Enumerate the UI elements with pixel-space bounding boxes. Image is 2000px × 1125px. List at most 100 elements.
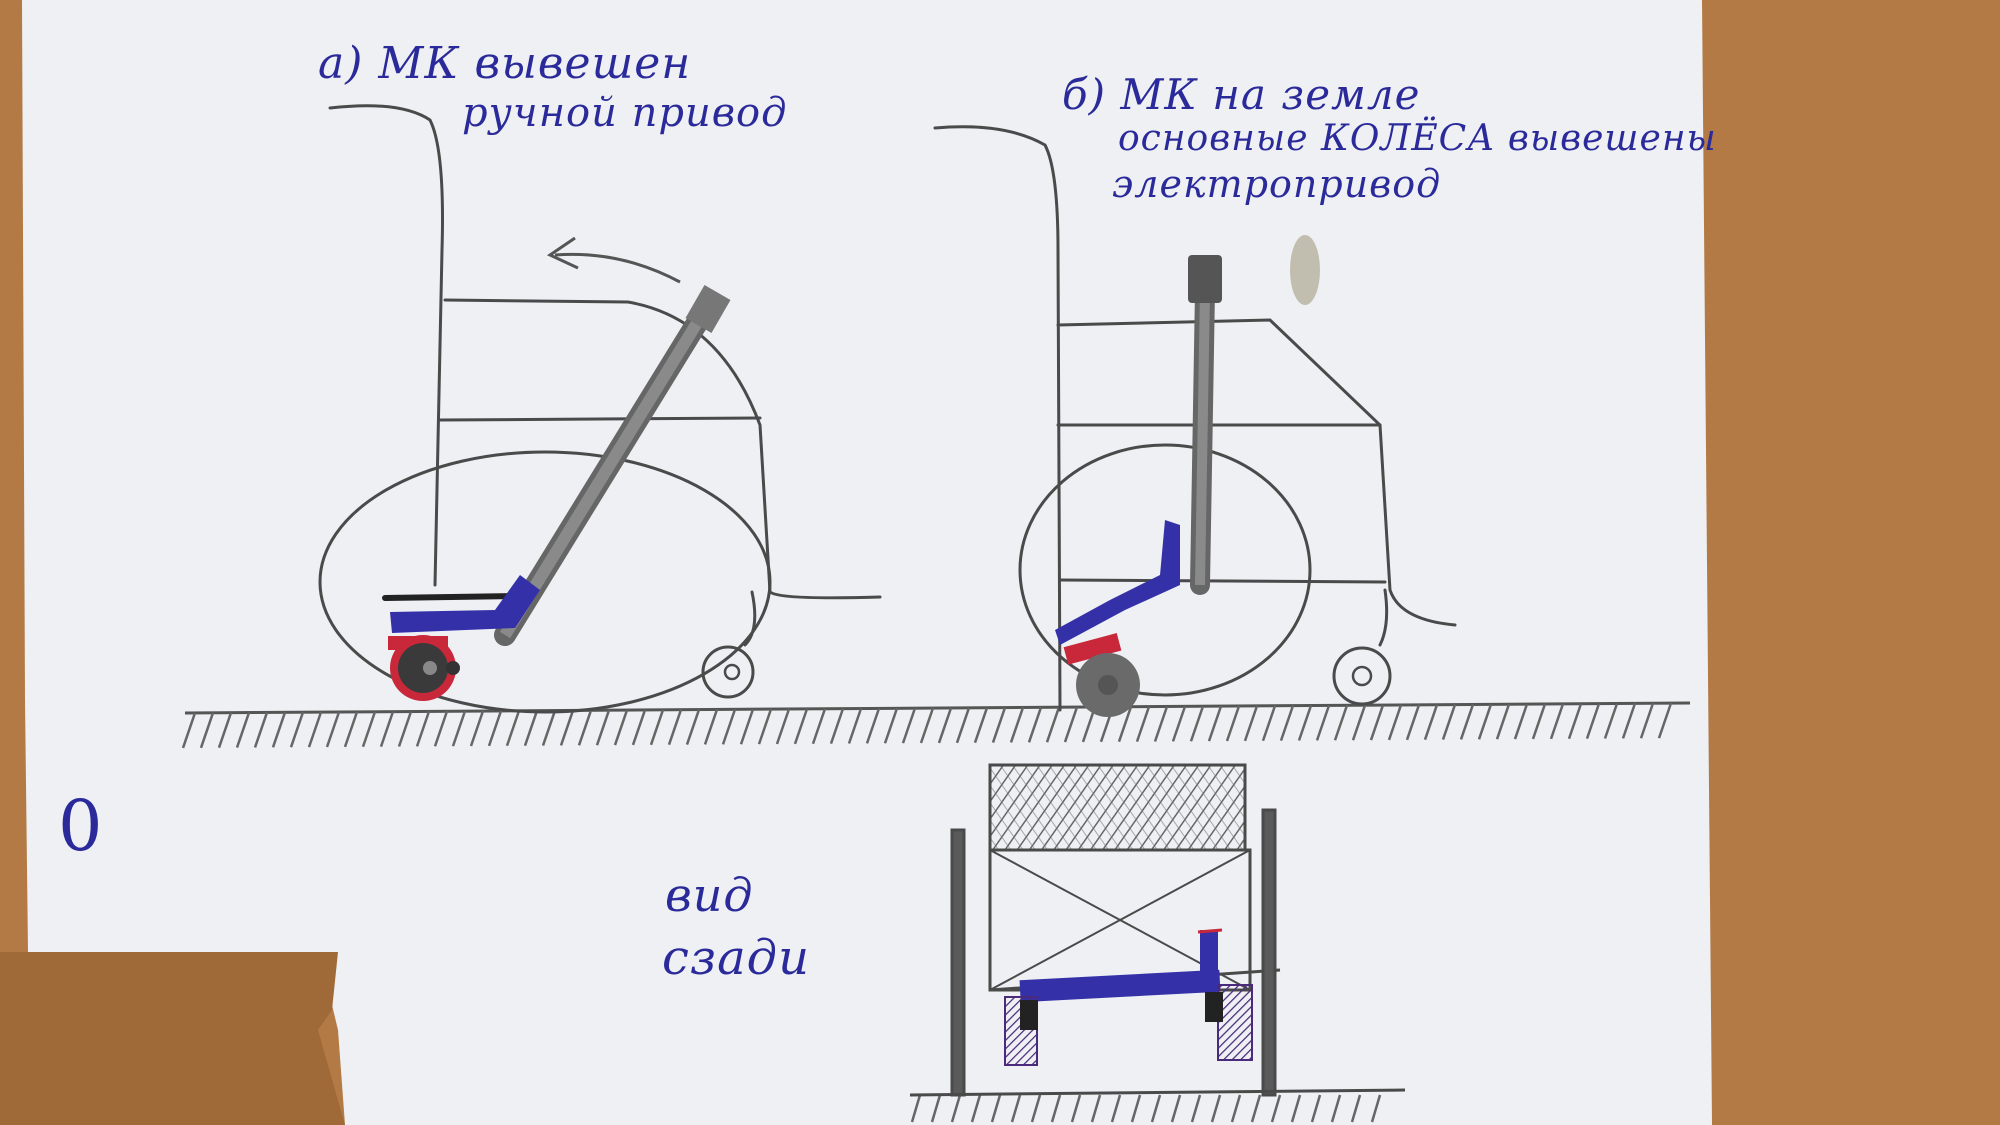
- ground-hatch-tick: [397, 711, 413, 747]
- ground-hatch-tick: [1250, 1094, 1262, 1123]
- ground-hatch-tick: [1279, 705, 1295, 742]
- ground-hatch-tick: [1070, 1094, 1082, 1123]
- ground-hatch-tick: [271, 711, 287, 748]
- ground-hatch-tick: [1210, 1094, 1222, 1123]
- ground-hatch-tick: [1117, 706, 1133, 743]
- ground-hatch-tick: [1477, 703, 1493, 740]
- ground-hatch-tick: [289, 711, 305, 748]
- label-a-subtitle: ручной привод: [462, 90, 788, 136]
- ground-hatch-tick: [1369, 704, 1385, 741]
- ground-hatch-tick: [253, 712, 269, 748]
- ground-hatch-tick: [829, 708, 845, 745]
- ground-hatch-tick: [1225, 705, 1241, 742]
- ground-hatch-tick: [1585, 703, 1601, 740]
- ground-hatch-tick: [739, 708, 755, 745]
- ground-hatch-tick: [1351, 704, 1367, 741]
- label-b-line3: электропривод: [1112, 162, 1442, 206]
- drive-unit-b: [1055, 520, 1180, 717]
- ground-hatch-tick: [1135, 706, 1151, 743]
- ground-hatch-tick: [991, 707, 1007, 743]
- ground-hatch-tick: [1387, 704, 1403, 741]
- ground-hatch-tick: [1090, 1094, 1102, 1123]
- ground-hatch-tick: [1130, 1094, 1142, 1123]
- torn-corner: [0, 952, 345, 1125]
- ground-hatch-tick: [990, 1094, 1002, 1123]
- ground-hatch-tick: [930, 1094, 942, 1123]
- ground-hatch-tick: [1009, 707, 1025, 743]
- ground-hatch-tick: [1423, 704, 1439, 741]
- ground-hatch-tick: [631, 709, 647, 746]
- ground-hatch-tick: [1045, 706, 1061, 743]
- ground-hatch-tick: [541, 710, 557, 746]
- ground-hatch-tick: [865, 707, 881, 744]
- ground-hatch-tick: [649, 709, 665, 746]
- ground-hatch-tick: [937, 707, 953, 744]
- ground-hatch-tick: [217, 712, 233, 749]
- ground-hatch-tick: [235, 712, 251, 748]
- ground-hatch-tick: [1153, 706, 1169, 742]
- ground-hatch-tick: [793, 708, 809, 745]
- ground-hatch-tick: [1270, 1094, 1282, 1123]
- ground-hatch-tick: [721, 708, 737, 745]
- ground-hatch-tick: [1370, 1094, 1382, 1123]
- ground-hatch-tick: [970, 1094, 982, 1123]
- ground-hatch-tick: [559, 710, 575, 746]
- ground-hatch-tick: [883, 707, 899, 744]
- ground-hatch-tick: [1621, 702, 1637, 739]
- ground-hatch-tick: [1110, 1094, 1122, 1123]
- ground-hatch-tick: [973, 707, 989, 744]
- ground-hatch-tick: [757, 708, 773, 745]
- ground-hatch-tick: [1030, 1094, 1042, 1123]
- label-rear-line1: вид: [665, 868, 754, 922]
- rotation-arrow-icon: [546, 236, 681, 284]
- ground-hatch-tick: [1549, 703, 1565, 740]
- ground-hatch-tick: [1063, 706, 1079, 743]
- ground-hatch-tick: [1315, 704, 1331, 741]
- ground-hatch-tick: [181, 712, 197, 749]
- ground-hatch-tick: [361, 711, 377, 748]
- ground-hatch-tick: [1297, 705, 1313, 741]
- ground-hatch-tick: [1405, 704, 1421, 741]
- chair-a-fork: [743, 590, 757, 647]
- ground-hatch-tick: [343, 711, 359, 748]
- chair-a-frame: [443, 298, 882, 600]
- drive-lever-a: [494, 285, 731, 646]
- ground-hatch-tick: [1261, 705, 1277, 742]
- label-rear-line2: сзади: [662, 930, 811, 986]
- ground-hatch-tick: [433, 710, 449, 747]
- ground-hatch-tick: [415, 710, 431, 747]
- chair-b-frame: [1056, 318, 1457, 627]
- ground-hatch-tick: [505, 710, 521, 747]
- chair-b-caster: [1332, 646, 1392, 706]
- ground-hatch-tick: [1350, 1094, 1362, 1123]
- rear-drive-unit: [1004, 928, 1253, 1066]
- margin-mark: 0: [58, 785, 104, 867]
- ground-hatch-tick: [901, 707, 917, 744]
- drive-lever-b: [1188, 255, 1222, 595]
- ground-hatch-tick: [950, 1094, 962, 1123]
- ground-hatch-tick: [1150, 1094, 1162, 1123]
- ground-hatching: [181, 702, 1673, 1123]
- ground-hatch-tick: [379, 711, 395, 748]
- ground-hatch-tick: [1495, 703, 1511, 740]
- rear-right-wheel: [1261, 808, 1277, 1097]
- ground-hatch-tick: [1010, 1094, 1022, 1123]
- paper-smudge: [1290, 235, 1320, 305]
- ground-hatch-tick: [325, 711, 341, 748]
- ground-hatch-tick: [1189, 705, 1205, 742]
- ground-hatch-tick: [1459, 704, 1475, 740]
- ground-hatch-tick: [1230, 1094, 1242, 1123]
- ground-hatch-tick: [775, 708, 791, 745]
- ground-hatch-tick: [613, 709, 629, 746]
- ground-hatch-tick: [523, 710, 539, 747]
- ground-hatch-tick: [910, 1094, 922, 1123]
- ground-hatch-tick: [1310, 1094, 1322, 1123]
- ground-hatch-tick: [1330, 1094, 1342, 1123]
- rear-left-wheel: [950, 828, 966, 1097]
- chair-b-backrest: [933, 125, 1062, 712]
- chair-b-rear-wheel: [1018, 443, 1312, 697]
- ground-hatch-tick: [1243, 705, 1259, 742]
- ground-hatch-tick: [1027, 706, 1043, 743]
- chair-a-rear-wheel: [318, 450, 772, 714]
